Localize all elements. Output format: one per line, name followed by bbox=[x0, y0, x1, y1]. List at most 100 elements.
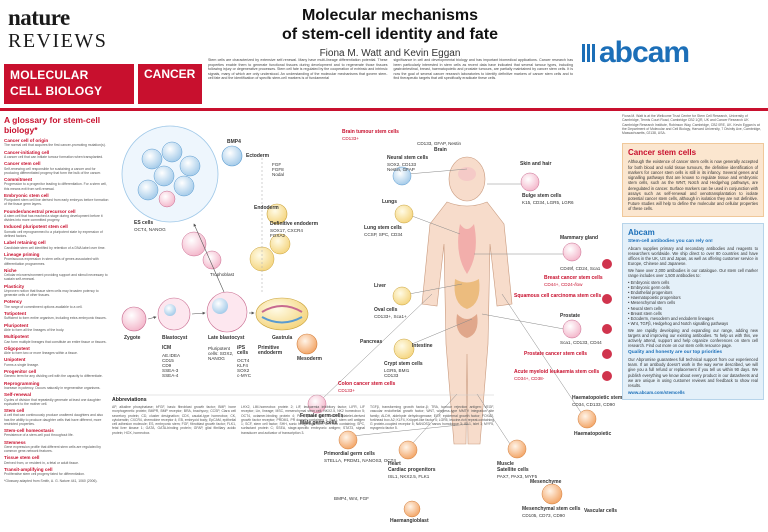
label-crypt-markers: LGR5, BMI1 CD133 bbox=[384, 368, 410, 378]
label-skin: Skin and hair bbox=[520, 161, 552, 167]
stem-cell-diagram: BMP4 Ectoderm FGF FGF8 Nodal ES cells OC… bbox=[112, 114, 635, 528]
abbreviations-title: Abbreviations bbox=[112, 397, 147, 403]
glossary-term: Transit-amplifying cell bbox=[4, 467, 53, 473]
abcam-bars-icon bbox=[582, 44, 595, 62]
abcam-list-item: • Embryonic germ cells bbox=[628, 285, 670, 291]
glossary-definition: Able to form two or more lineages within… bbox=[4, 351, 78, 356]
glossary-definition: The normal cell that acquires the first … bbox=[4, 143, 106, 148]
glossary-term: Stemness bbox=[4, 439, 26, 445]
label-pgc: Primordial germ cells bbox=[324, 451, 375, 457]
label-brain: Brain bbox=[434, 147, 447, 153]
glossary-term: Commitment bbox=[4, 177, 33, 183]
label-hsc-markers: CD34, CD133, CD90 bbox=[572, 402, 615, 407]
abbreviations-columns: AP, alkaline phosphatase; bFGF, basic fi… bbox=[112, 405, 494, 435]
glossary-term: Stem cell bbox=[4, 408, 25, 414]
label-prostate-csc: Prostate cancer stem cells bbox=[524, 351, 588, 357]
label-late-blastocyst: Late blastocyst bbox=[208, 335, 245, 341]
abcam-paragraph-3: We are rapidly developing and expanding … bbox=[628, 327, 758, 349]
label-neural-stem: Neural stem cells bbox=[387, 155, 429, 161]
glossary-term: Cancer stem cell bbox=[4, 161, 41, 167]
abbreviations-col-2: LHX2, LIM-homeobox protein 2; LIF, leuka… bbox=[241, 405, 365, 435]
abcam-question-2: Quality and honesty are our top prioriti… bbox=[628, 350, 723, 356]
label-cardiac-markers: ISL1, NKX2.5, FLK1 bbox=[388, 474, 430, 479]
glossary-definition: Derived from, or resident in, a fetal or… bbox=[4, 460, 80, 465]
glossary-footnote: *Glossary adapted from Smith, A. G. Natu… bbox=[4, 478, 98, 483]
label-heart: Heart bbox=[388, 461, 401, 467]
label-icm: ICM bbox=[162, 345, 172, 351]
abcam-list-item: • Neural stem cells bbox=[628, 305, 662, 311]
poster-title-line-2: of stem-cell identity and fate bbox=[281, 26, 499, 43]
glossary-term: Stem-cell homeostasis bbox=[4, 428, 54, 434]
abbreviations-col-3: TGFβ, transforming growth factor-β; TRA,… bbox=[370, 405, 494, 431]
glossary-definition: A cancer cell that can initiate tumour f… bbox=[4, 155, 104, 160]
label-breast-csc: Breast cancer stem cells bbox=[544, 275, 603, 281]
glossary-definition: Can form multiple lineages that constitu… bbox=[4, 339, 107, 344]
abcam-list-item: • Embryonic stem cells bbox=[628, 280, 670, 286]
abcam-wordmark: abcam bbox=[599, 36, 690, 69]
glossary-definition: Progression to a progenitor leading to d… bbox=[4, 182, 107, 191]
glossary-term: Founder/ancestral precursor cell bbox=[4, 208, 76, 214]
label-primitive-endoderm: Primitive endoderm bbox=[258, 345, 283, 356]
label-satellite-markers: PAX7, PAX3, MYF5 bbox=[497, 474, 538, 479]
embryo-stages bbox=[121, 231, 309, 333]
glossary-term: Embryonic stem cell bbox=[4, 192, 49, 198]
cancer-stem-cells-box: Cancer stem cells Although the existence… bbox=[622, 143, 764, 217]
header-divider bbox=[0, 108, 768, 111]
label-aml-markers: CD34+, CD38- bbox=[514, 376, 545, 381]
label-oval-cells: Oval cells bbox=[374, 307, 398, 313]
label-mesenchyme: Mesenchyme bbox=[530, 479, 562, 485]
label-squamous-csc: Squamous cell carcinoma stem cells bbox=[514, 293, 602, 299]
glossary-term: Niche bbox=[4, 267, 17, 273]
label-msc-markers: CD105, CD73, CD90 bbox=[522, 513, 565, 518]
glossary-panel: A glossary for stem-cell biology* Cancer… bbox=[4, 115, 109, 525]
abcam-url-link[interactable]: www.abcam.com/stemcells bbox=[628, 389, 685, 395]
glossary-definition: Gene expression profile that different s… bbox=[4, 445, 102, 454]
label-es-markers: OCT4, NANOG bbox=[134, 227, 166, 232]
label-intestine: Intestine bbox=[412, 343, 433, 349]
stage-arrows bbox=[147, 154, 263, 320]
glossary-definition: Generic term for any dividing cell with … bbox=[4, 374, 103, 379]
glossary-definition: A cell that can continuously produce una… bbox=[4, 413, 103, 426]
poster-title-line-1: Molecular mechanisms bbox=[301, 7, 479, 24]
abcam-target-list: • Embryonic stem cells• Embryonic germ c… bbox=[628, 280, 758, 326]
label-neural-markers: SOX2, CD133 Nestin, GFAP bbox=[387, 162, 417, 172]
nature-logo[interactable]: nature bbox=[8, 5, 70, 30]
abcam-logo[interactable]: abcam bbox=[582, 36, 690, 69]
glossary-definition: Increase in potency. Occurs naturally in… bbox=[4, 386, 101, 390]
glossary-definition: The range of commitment options availabl… bbox=[4, 304, 83, 309]
label-pancreas: Pancreas bbox=[360, 339, 383, 345]
abcam-list-item: • Endothelial progenitors bbox=[628, 290, 673, 296]
glossary-definition: Able to form all the lineages of the bod… bbox=[4, 327, 65, 332]
author-affiliations: Fiona M. Watt is at the Wellcome Trust C… bbox=[622, 114, 762, 136]
right-panel: Fiona M. Watt is at the Wellcome Trust C… bbox=[622, 114, 764, 528]
glossary-term: Potency bbox=[4, 299, 22, 305]
label-msc: Mesenchymal stem cells bbox=[522, 506, 581, 512]
glossary-term: Pluripotent bbox=[4, 322, 29, 328]
label-vascular: Vascular cells bbox=[584, 508, 618, 514]
glossary-definition: Proliferative stem cell progeny fated fo… bbox=[4, 472, 85, 477]
glossary-definition: Sufficient to form entire organism, incl… bbox=[4, 316, 107, 321]
glossary-term: Reprogramming bbox=[4, 380, 40, 386]
label-ectoderm-markers: FGF FGF8 Nodal bbox=[272, 162, 285, 177]
glossary-definition: Somatic cell reprogrammed to a pluripote… bbox=[4, 229, 103, 239]
glossary-term: Multipotent bbox=[4, 334, 29, 340]
label-definitive-endoderm: Definitive endoderm bbox=[270, 221, 319, 227]
label-mammary-markers: CD49f, CD24, Sca1 bbox=[560, 266, 601, 271]
label-ipsc: iPS cells bbox=[237, 345, 249, 356]
poster-header: nature REVIEWS MOLECULAR CELL BIOLOGY CA… bbox=[0, 0, 768, 108]
label-liver: Liver bbox=[374, 283, 386, 289]
label-definitive-markers: SOX17, CXCR4 FOXA2 bbox=[270, 228, 303, 238]
label-gastrula: Gastrula bbox=[272, 335, 293, 341]
poster-intro: Stem cells are characterized by extensiv… bbox=[208, 58, 573, 81]
